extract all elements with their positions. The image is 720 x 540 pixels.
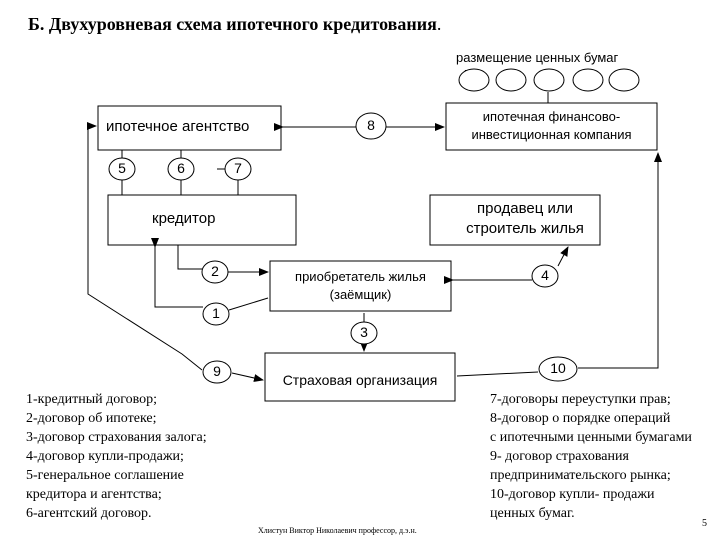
- legend-item: 3-договор страхования залога;: [26, 430, 207, 445]
- circle-4: [531, 264, 559, 288]
- insurance-label: Страховая организация: [282, 372, 438, 388]
- legend-item: 1-кредитный договор;: [26, 392, 158, 407]
- creditor-label: кредитор: [152, 210, 216, 227]
- creditor-box: [107, 194, 297, 246]
- legend-item: 8-договор о порядке операций: [490, 411, 671, 426]
- legend-item: 6-агентский договор.: [26, 506, 152, 521]
- circle-7: [224, 157, 252, 181]
- agency-label: ипотечное агентство: [106, 118, 250, 135]
- legend-item: предпринимательского рынка;: [490, 468, 671, 483]
- footer-author: Хлистун Виктор Николаевич профессор, д.э…: [258, 526, 417, 535]
- circle-3: [350, 321, 378, 345]
- connector-lines: [87, 92, 662, 382]
- circle-1: [202, 302, 230, 326]
- circle-5: [108, 157, 136, 181]
- legend-item: с ипотечными ценными бумагами: [490, 430, 692, 445]
- circle-9: [202, 360, 232, 384]
- legend-item: ценных бумаг.: [490, 506, 575, 521]
- seller-box: [429, 194, 601, 246]
- securities-bubbles: [458, 66, 640, 92]
- company-box: [445, 102, 658, 151]
- legend-item: 9- договор страхования: [490, 449, 629, 464]
- insurance-box: [264, 352, 456, 402]
- agency-box: [97, 105, 282, 151]
- legend-item: 2-договор об ипотеке;: [26, 411, 157, 426]
- number-8: 8: [367, 117, 375, 133]
- circle-8: [355, 112, 387, 140]
- page-title: Б. Двухуровневая схема ипотечного кредит…: [28, 14, 442, 34]
- legend-item: 7-договоры переуступки прав;: [490, 392, 671, 407]
- number-5: 5: [118, 160, 126, 176]
- circle-2: [201, 260, 229, 284]
- legend-item: 5-генеральное соглашение: [26, 468, 184, 483]
- legend-item: 10-договор купли- продажи: [490, 487, 655, 502]
- page-number: 5: [702, 518, 707, 529]
- company-label: ипотечная финансово-инвестиционная компа…: [471, 109, 632, 142]
- circle-6: [167, 157, 195, 181]
- securities-label: размещение ценных бумаг: [456, 50, 619, 65]
- number-3: 3: [360, 324, 368, 340]
- number-10: 10: [550, 360, 566, 376]
- legend-item: 4-договор купли-продажи;: [26, 449, 184, 464]
- number-7: 7: [234, 160, 242, 176]
- legend-right: 7-договоры переуступки прав; 8-договор о…: [490, 390, 720, 523]
- number-4: 4: [541, 267, 549, 283]
- buyer-box: [269, 260, 452, 312]
- number-1: 1: [212, 305, 220, 321]
- number-9: 9: [213, 363, 221, 379]
- number-6: 6: [177, 160, 185, 176]
- buyer-label: приобретатель жилья(заёмщик): [295, 269, 426, 302]
- legend-left: 1-кредитный договор; 2-договор об ипотек…: [26, 390, 207, 523]
- circle-10: [538, 356, 578, 382]
- number-circles: [108, 112, 578, 384]
- number-2: 2: [211, 263, 219, 279]
- legend-item: кредитора и агентства;: [26, 487, 162, 502]
